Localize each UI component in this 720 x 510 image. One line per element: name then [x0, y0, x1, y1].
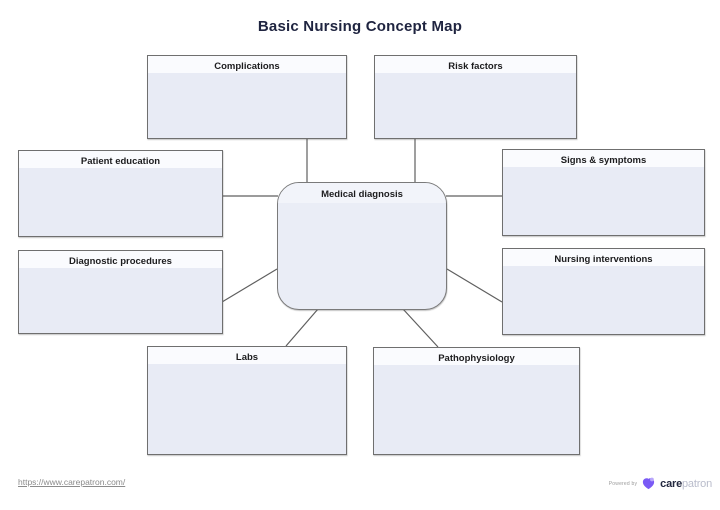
node-header: Risk factors — [375, 56, 576, 73]
node-header: Labs — [148, 347, 346, 364]
connector-pathophysiology — [402, 308, 439, 348]
node-diagnostic-procedures[interactable]: Diagnostic procedures — [18, 250, 223, 334]
brand-care-text: care — [660, 477, 682, 490]
brand-patron-text: patron — [682, 477, 712, 490]
node-label: Diagnostic procedures — [69, 255, 172, 267]
node-label: Signs & symptoms — [560, 154, 647, 166]
node-label: Labs — [235, 351, 259, 363]
node-pathophysiology[interactable]: Pathophysiology — [373, 347, 580, 455]
node-nursing-interventions[interactable]: Nursing interventions — [502, 248, 705, 335]
node-labs[interactable]: Labs — [147, 346, 347, 455]
node-header: Pathophysiology — [374, 348, 579, 365]
page-title: Basic Nursing Concept Map — [257, 18, 463, 35]
node-label: Nursing interventions — [554, 253, 653, 265]
footer-brand: Powered by carepatron — [609, 476, 712, 491]
node-label: Risk factors — [448, 60, 503, 72]
node-signs-symptoms[interactable]: Signs & symptoms — [502, 149, 705, 236]
connector-diagnostic-procedures — [221, 268, 278, 303]
node-header: Medical diagnosis — [278, 183, 446, 203]
node-risk-factors[interactable]: Risk factors — [374, 55, 577, 139]
footer-website-link[interactable]: https://www.carepatron.com/ — [18, 477, 126, 487]
node-label: Patient education — [80, 155, 161, 167]
node-header: Signs & symptoms — [503, 150, 704, 167]
node-header: Nursing interventions — [503, 249, 704, 266]
node-medical-diagnosis[interactable]: Medical diagnosis — [277, 182, 447, 310]
connector-labs — [285, 308, 319, 347]
connector-nursing-interventions — [446, 268, 503, 303]
powered-by-label: Powered by — [608, 480, 638, 487]
node-label: Medical diagnosis — [321, 189, 403, 200]
node-header: Diagnostic procedures — [19, 251, 222, 268]
node-patient-education[interactable]: Patient education — [18, 150, 223, 237]
node-complications[interactable]: Complications — [147, 55, 347, 139]
node-label: Complications — [214, 60, 280, 72]
node-header: Complications — [148, 56, 346, 73]
brand-wordmark: carepatron — [660, 478, 712, 490]
node-label: Pathophysiology — [438, 352, 515, 364]
carepatron-logo-icon — [643, 477, 655, 490]
node-header: Patient education — [19, 151, 222, 168]
